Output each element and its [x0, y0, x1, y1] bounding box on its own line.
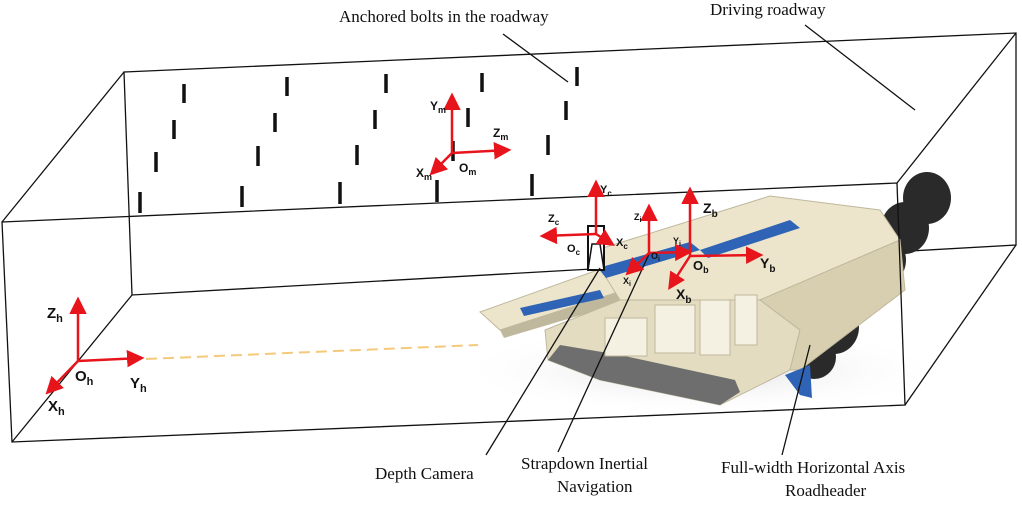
frame-b-z-label: Zb: [703, 200, 718, 220]
rear-conveyor-side: [500, 285, 642, 338]
callout-anchored-bolts: [502, 33, 569, 83]
frame-c-x-axis: [595, 229, 615, 246]
frame-b-o-label: Ob: [693, 258, 709, 275]
frame-m-y-label: Ym: [430, 99, 446, 115]
frame-c-z-label: Zc: [548, 213, 560, 227]
label-sins-line1: Strapdown Inertial: [521, 454, 648, 473]
anchored-bolts: [138, 67, 579, 213]
frame-i-y-label: Yi: [673, 236, 681, 248]
frame-h-z-label: Zh: [47, 305, 63, 325]
frame-i-o-label: Oi: [651, 251, 660, 263]
roadway-edge-top-right: [896, 32, 1017, 184]
blue-stripe: [598, 242, 700, 278]
cabinet-panel: [654, 304, 696, 354]
callout-depth-camera: [485, 267, 601, 456]
roadheader-machine: [450, 172, 951, 415]
frame-m-z-label: Zm: [493, 126, 508, 142]
roadway-edge-bottom-right: [904, 244, 1017, 406]
frame-i-y-axis: [648, 243, 693, 262]
frame-m-o-label: Om: [459, 161, 476, 177]
label-sins-line2: Navigation: [557, 477, 633, 496]
frame-m-x-label: Xm: [416, 166, 432, 182]
frame-b-x-axis: [668, 255, 692, 290]
frame-i-x-label: Xi: [623, 276, 631, 288]
frame-h-o-label: Oh: [75, 368, 94, 388]
blue-stripe: [785, 365, 812, 398]
frame-c-x-label: Xc: [616, 237, 628, 251]
label-depth-camera: Depth Camera: [375, 464, 474, 483]
callout-lines: [485, 24, 916, 456]
frame-c-o-label: Oc: [567, 243, 581, 257]
cabinet-panel: [604, 317, 648, 357]
callout-driving-roadway: [804, 24, 916, 111]
cabinet-panel: [699, 299, 731, 356]
cabinet-panel: [734, 294, 758, 346]
callout-sins: [557, 251, 651, 453]
frame-c-y-label: Yc: [600, 184, 612, 198]
frame-b-y-label: Yb: [760, 255, 775, 275]
frame-h-x-label: Xh: [48, 398, 65, 418]
frame-c: Yc Zc Oc Xc: [539, 179, 628, 257]
frame-m-x-axis: [429, 152, 453, 176]
frame-b-y-axis: [689, 246, 764, 264]
callout-roadheader: [781, 344, 811, 456]
label-anchored-bolts: Anchored bolts in the roadway: [339, 7, 549, 26]
roadway-edge-top-left: [1, 71, 125, 223]
frame-h-y-axis: [77, 349, 145, 368]
frame-b-x-label: Xb: [676, 286, 691, 306]
frame-m-z-axis: [451, 142, 512, 160]
frame-h-y-label: Yh: [130, 375, 147, 395]
frame-b: Zb Ob Yb Xb: [668, 186, 775, 306]
frame-h-x-axis: [45, 360, 79, 395]
frame-i: Zi Yi Oi Xi: [623, 203, 693, 288]
label-roadheader-line1: Full-width Horizontal Axis: [721, 458, 906, 477]
blue-stripe: [700, 220, 800, 258]
frame-c-z-axis: [539, 226, 597, 245]
frame-i-x-axis: [625, 252, 650, 276]
label-driving-roadway: Driving roadway: [710, 0, 826, 19]
frame-i-z-label: Zi: [634, 212, 642, 224]
laser-beam: [145, 344, 479, 360]
frame-m: Ym Zm Om Xm: [416, 92, 512, 182]
label-roadheader-line2: Roadheader: [785, 481, 867, 500]
frame-h: Zh Oh Yh Xh: [45, 296, 147, 418]
crawler-track: [548, 345, 740, 405]
